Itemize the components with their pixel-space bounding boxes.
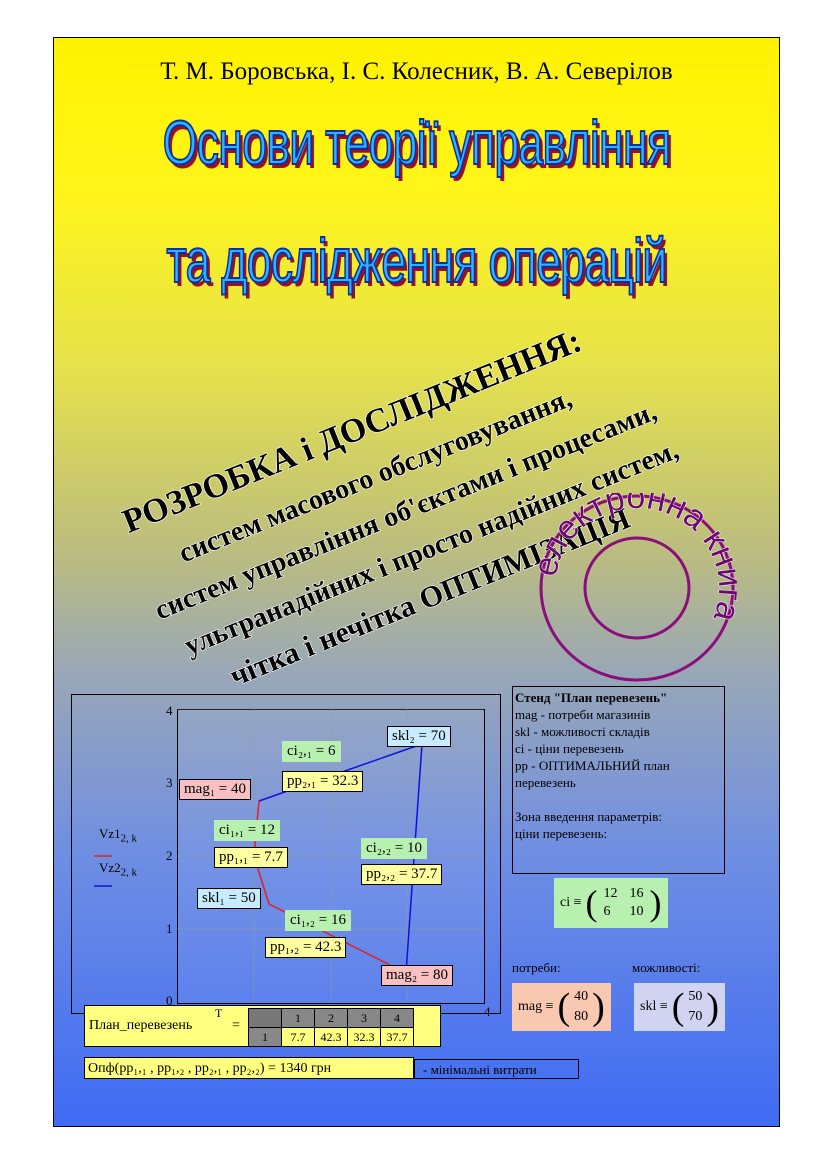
y-tick-1: 1 [166, 921, 173, 936]
needs-label: потреби: [512, 960, 561, 975]
authors: Т. М. Боровська, І. С. Колесник, В. А. С… [160, 58, 673, 85]
plan-sup: T [215, 1006, 223, 1020]
panel-zone: Зона введення параметрів: [515, 809, 663, 824]
info-panel: Стенд "План перевезень" mag - потреби ма… [512, 686, 725, 874]
opf-note: - мінімальні витрати [414, 1059, 579, 1079]
book-cover: Т. М. Боровська, І. С. Колесник, В. А. С… [53, 37, 780, 1127]
y-tick-3: 3 [166, 775, 173, 790]
panel-line-2: skl - можливості складів [515, 724, 650, 739]
panel-line-3: ci - ціни перевезень [515, 741, 624, 756]
plan-cell: 7.7 [281, 1027, 315, 1047]
plan-header: 4 [380, 1008, 414, 1028]
plan-header: 2 [314, 1008, 348, 1028]
plan-label: План_перевезень [89, 1018, 193, 1033]
label-ci21: ci₂,₁ = 6 [282, 741, 341, 762]
plan-header: 3 [347, 1008, 381, 1028]
label-ci12: ci₁,₂ = 16 [285, 910, 351, 931]
plan-cell: 32.3 [347, 1027, 381, 1047]
plan-row-index: 1 [248, 1027, 282, 1047]
label-mag1: mag₁ = 40 [179, 779, 252, 800]
plan-cell: 42.3 [314, 1027, 348, 1047]
plan-eq: = [232, 1018, 240, 1033]
label-pp21: pp₂,₁ = 32.3 [282, 771, 364, 792]
label-ci22: ci₂,₂ = 10 [361, 838, 427, 859]
plan-header: 1 [281, 1008, 315, 1028]
legend-1: Vz12, k [99, 826, 137, 845]
panel-heading: Стенд "План перевезень" [515, 690, 668, 705]
caps-label: можливості: [632, 960, 701, 975]
panel-line-4: pp - ОПТИМАЛЬНИЙ план перевезень [515, 758, 670, 790]
panel-prices: ціни перевезень: [515, 826, 608, 841]
label-pp12: pp₁,₂ = 42.3 [265, 937, 347, 958]
label-ci11: ci₁,₁ = 12 [214, 820, 280, 841]
label-skl1: skl₁ = 50 [197, 888, 261, 909]
y-tick-0: 0 [166, 993, 173, 1008]
slogan: РОЗРОБКА і ДОСЛІДЖЕННЯ: систем масового … [117, 322, 684, 694]
label-skl2: skl₂ = 70 [387, 726, 451, 747]
plan-cell: 37.7 [380, 1027, 414, 1047]
legend-2: Vz22, k [99, 860, 137, 879]
label-pp11: pp₁,₁ = 7.7 [214, 847, 288, 868]
title-line-1: Основи теорії управління [162, 108, 672, 179]
opf-formula: Опф(pp₁,₁ , pp₁,₂ , pp₂,₁ , pp₂,₂) = 134… [84, 1057, 414, 1079]
x-tick-4: 4 [484, 1004, 491, 1019]
plan-table: 1 2 3 4 1 7.7 42.3 32.3 37.7 [248, 1008, 414, 1047]
plan-block: План_перевезень T = 1 2 3 4 1 7.7 42.3 3… [84, 1005, 441, 1047]
ebook-stamp: електронна книга [537, 493, 737, 682]
y-tick-2: 2 [166, 848, 173, 863]
title-line-2: та дослідження операцій [166, 226, 668, 297]
label-pp22: pp₂,₂ = 37.7 [361, 864, 443, 885]
label-mag2: mag₂ = 80 [381, 965, 454, 986]
y-tick-4: 4 [166, 703, 173, 718]
panel-line-1: mag - потреби магазинів [515, 707, 651, 722]
